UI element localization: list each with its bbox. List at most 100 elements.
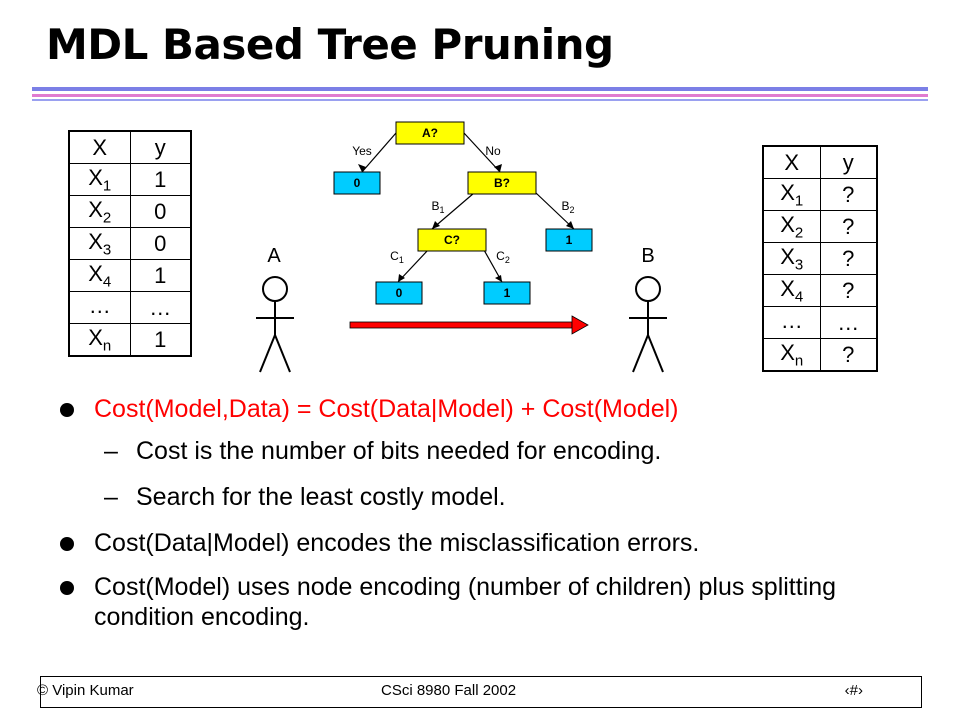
y-cell: 1 — [129, 323, 192, 357]
leaf-b2 — [545, 228, 593, 252]
transmission-arrow-head — [571, 315, 589, 335]
sub-bullet-bits: – Cost is the number of bits needed for … — [58, 434, 918, 468]
leaf-c2-label: 1 — [504, 286, 511, 300]
table-header-cell: X — [68, 130, 131, 164]
node-a — [395, 121, 465, 145]
arrowhead-yes — [358, 164, 366, 172]
table-row: X2? — [762, 210, 878, 243]
bullet-dot-icon — [60, 537, 74, 551]
table-row: …… — [762, 306, 878, 339]
node-c-label: C? — [444, 233, 460, 247]
node-b-label: B? — [494, 176, 510, 190]
y-cell: ? — [819, 210, 878, 243]
y-cell: … — [129, 291, 192, 324]
y-cell: 0 — [129, 227, 192, 260]
title-rule-blue — [32, 87, 928, 91]
bullet-model-cost: Cost(Model) uses node encoding (number o… — [58, 572, 918, 632]
stick-figure-a — [256, 276, 294, 373]
arrowhead-c1 — [398, 274, 405, 282]
table-row: …… — [68, 291, 192, 324]
edge-a-no — [463, 132, 501, 173]
title-rule-light — [32, 99, 928, 101]
edge-c2-label: C2 — [496, 249, 510, 265]
bullet-text: Cost(Model,Data) = Cost(Data|Model) + Co… — [94, 395, 679, 423]
y-cell: 0 — [129, 195, 192, 228]
table-header-cell: X — [762, 145, 821, 179]
leaf-b2-label: 1 — [566, 233, 573, 247]
decision-tree-diagram: A? B? C? 0 1 0 1 Yes No B1 B2 C1 C2 A — [256, 121, 667, 373]
x-cell: … — [68, 291, 131, 324]
edge-yes-label: Yes — [352, 144, 372, 158]
slide-title: MDL Based Tree Pruning — [46, 20, 614, 69]
sub-bullet-text: Search for the least costly model. — [136, 483, 506, 511]
table-row: X1? — [762, 178, 878, 211]
slide-footer: © Vipin Kumar CSci 8980 Fall 2002 ‹#› — [37, 676, 922, 708]
table-row: X3? — [762, 242, 878, 275]
y-cell: ? — [819, 274, 878, 307]
x-cell: X4 — [762, 274, 821, 307]
table-row: Xn? — [762, 338, 878, 372]
table-header-cell: y — [129, 130, 192, 164]
bullet-text: Cost(Data|Model) encodes the misclassifi… — [94, 529, 700, 557]
dash-icon: – — [104, 483, 118, 511]
edge-b2-label: B2 — [561, 199, 574, 215]
table-header-cell: y — [819, 145, 878, 179]
leaf-c2 — [483, 281, 531, 305]
x-cell: Xn — [762, 338, 821, 372]
edge-no-label: No — [485, 144, 501, 158]
edge-c1-label: C1 — [390, 249, 404, 265]
table-row: X4? — [762, 274, 878, 307]
node-b — [467, 171, 537, 195]
x-cell: X1 — [68, 163, 131, 196]
footer-page-number: ‹#› — [844, 682, 863, 699]
bullet-dot-icon — [60, 581, 74, 595]
stick-figure-b — [629, 276, 667, 373]
sub-bullet-text: Cost is the number of bits needed for en… — [136, 437, 662, 465]
x-cell: Xn — [68, 323, 131, 357]
x-cell: X1 — [762, 178, 821, 211]
y-cell: 1 — [129, 259, 192, 292]
arrowhead-b2 — [566, 221, 574, 229]
edge-c-c1 — [397, 249, 429, 283]
receiver-label: B — [641, 245, 654, 267]
x-cell: X3 — [68, 227, 131, 260]
node-c — [417, 228, 487, 252]
bullet-cost-formula: Cost(Model,Data) = Cost(Data|Model) + Co… — [58, 392, 918, 426]
edge-b1-label: B1 — [431, 199, 444, 215]
sub-bullet-search: – Search for the least costly model. — [58, 480, 918, 514]
leaf-c1-label: 0 — [396, 286, 403, 300]
transmission-arrow-shaft — [349, 321, 573, 329]
sender-label: A — [267, 245, 281, 267]
y-cell: ? — [819, 178, 878, 211]
leaf-c1 — [375, 281, 423, 305]
bullet-text: Cost(Model) uses node encoding (number o… — [94, 573, 837, 631]
dash-icon: – — [104, 437, 118, 465]
x-cell: X4 — [68, 259, 131, 292]
y-cell: ? — [819, 338, 878, 372]
edge-b-b1 — [431, 192, 475, 230]
bullet-data-cost: Cost(Data|Model) encodes the misclassifi… — [58, 526, 918, 560]
y-cell: ? — [819, 242, 878, 275]
leaf-yes — [333, 171, 381, 195]
arrowhead-no — [494, 164, 502, 172]
footer-course: CSci 8980 Fall 2002 — [381, 682, 517, 699]
x-cell: … — [762, 306, 821, 339]
edge-a-yes — [361, 132, 397, 173]
x-cell: X2 — [68, 195, 131, 228]
bullet-dot-icon — [60, 403, 74, 417]
arrowhead-c2 — [495, 275, 502, 282]
arrowhead-b1 — [432, 221, 440, 229]
leaf-yes-label: 0 — [354, 176, 361, 190]
y-cell: … — [819, 306, 878, 339]
x-cell: X3 — [762, 242, 821, 275]
bullet-list: Cost(Model,Data) = Cost(Data|Model) + Co… — [58, 392, 918, 644]
title-rule-pink — [32, 94, 928, 97]
